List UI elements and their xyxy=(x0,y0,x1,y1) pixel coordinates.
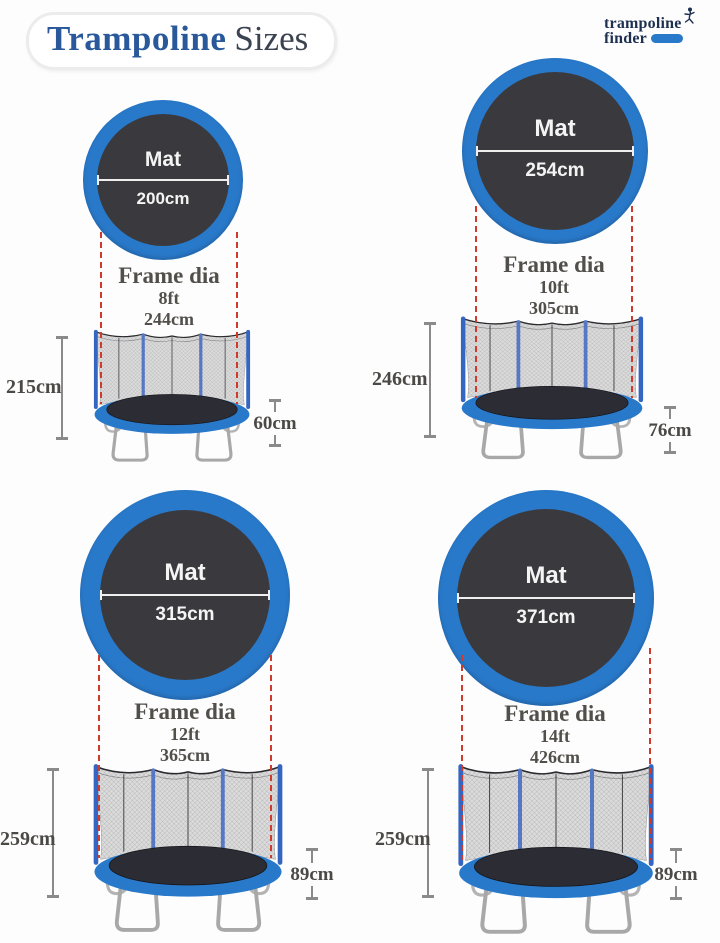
mat-diameter-arrow xyxy=(457,593,635,603)
frame-dia-text: Frame dia 8ft 244cm xyxy=(89,263,249,330)
measure-cap xyxy=(670,897,682,900)
jump-mat xyxy=(106,394,238,426)
frame-height-label: 60cm xyxy=(253,412,297,434)
measure-cap xyxy=(269,399,281,402)
measure-cap xyxy=(269,444,281,447)
enclosure-net xyxy=(458,764,654,867)
mat-top-view: Mat 315cm xyxy=(80,490,290,700)
mat-top-view: Mat 200cm xyxy=(83,100,243,260)
total-height-measure-bar xyxy=(424,322,436,438)
jumping-person-icon xyxy=(681,7,696,27)
total-height-label: 246cm xyxy=(372,368,428,390)
total-height-label: 259cm xyxy=(0,828,56,850)
measure-line xyxy=(274,402,276,412)
mat-diameter-value: 254cm xyxy=(525,160,585,181)
frame-dia-guide-left xyxy=(98,655,100,858)
frame-dia-feet: 12ft xyxy=(170,724,200,744)
measure-line xyxy=(311,851,313,863)
mat-surface: Mat 315cm xyxy=(100,510,270,680)
trampoline-illustration xyxy=(458,764,654,934)
logo-badge xyxy=(650,34,683,43)
frame-height-label: 89cm xyxy=(290,863,334,885)
title-word-trampoline: Trampoline xyxy=(47,19,227,58)
frame-dia-cm: 426cm xyxy=(530,747,580,767)
frame-dia-guide-right xyxy=(236,232,238,404)
measure-cap xyxy=(664,406,676,409)
mat-diameter-arrow xyxy=(100,590,270,600)
mat-top-view: Mat 371cm xyxy=(438,490,654,706)
frame-dia-guide-right xyxy=(270,655,272,858)
measure-line xyxy=(274,434,276,444)
mat-surface: Mat 371cm xyxy=(457,509,635,687)
trampoline-illustration xyxy=(460,316,644,460)
jump-mat xyxy=(108,845,268,886)
mat-label: Mat xyxy=(144,148,182,171)
frame-height-measure: 89cm xyxy=(288,848,336,900)
frame-dia-guide-left xyxy=(100,232,102,404)
jump-mat xyxy=(474,846,638,887)
enclosure-net xyxy=(93,329,251,409)
measure-line xyxy=(675,885,677,897)
frame-height-measure: 60cm xyxy=(251,399,299,447)
frame-dia-guide-left xyxy=(475,206,477,398)
total-height-measure-bar xyxy=(422,768,434,898)
mat-surface: Mat 254cm xyxy=(476,72,634,230)
frame-height-measure: 89cm xyxy=(652,848,700,900)
enclosure-net xyxy=(460,316,644,403)
mat-label: Mat xyxy=(534,115,576,142)
mat-diameter-value: 200cm xyxy=(136,189,190,208)
total-height-measure-bar xyxy=(47,768,59,898)
frame-dia-label: Frame dia xyxy=(134,699,236,724)
frame-dia-cm: 365cm xyxy=(160,745,210,765)
mat-diameter-value: 315cm xyxy=(155,604,215,625)
frame-dia-guide-right xyxy=(649,648,651,860)
measure-cap xyxy=(306,848,318,851)
frame-dia-feet: 10ft xyxy=(539,277,569,297)
logo-line1: trampoline xyxy=(604,15,682,32)
frame-dia-guide-left xyxy=(461,655,463,860)
mat-label: Mat xyxy=(525,562,567,589)
measure-line xyxy=(311,885,313,897)
mat-surface: Mat 200cm xyxy=(97,114,229,246)
frame-height-measure: 76cm xyxy=(646,406,694,454)
frame-dia-text: Frame dia 12ft 365cm xyxy=(105,699,265,766)
total-height-label: 215cm xyxy=(6,376,62,398)
mat-diameter-value: 371cm xyxy=(516,607,576,628)
enclosure-net xyxy=(93,764,283,865)
frame-dia-label: Frame dia xyxy=(504,701,606,726)
mat-label: Mat xyxy=(164,559,206,586)
frame-dia-text: Frame dia 14ft 426cm xyxy=(475,701,635,768)
frame-dia-text: Frame dia 10ft 305cm xyxy=(474,252,634,319)
total-height-measure-bar xyxy=(56,336,68,440)
measure-line xyxy=(669,441,671,451)
frame-dia-cm: 244cm xyxy=(144,309,194,329)
frame-height-label: 89cm xyxy=(654,863,698,885)
measure-cap xyxy=(306,897,318,900)
brand-logo: trampoline finder xyxy=(604,7,708,47)
measure-line xyxy=(669,409,671,419)
frame-dia-feet: 14ft xyxy=(540,726,570,746)
frame-dia-label: Frame dia xyxy=(503,252,605,277)
mat-diameter-arrow xyxy=(476,146,634,156)
frame-dia-cm: 305cm xyxy=(529,298,579,318)
frame-height-label: 76cm xyxy=(648,419,692,441)
frame-dia-label: Frame dia xyxy=(118,263,220,288)
jump-mat xyxy=(475,386,629,420)
mat-diameter-arrow xyxy=(97,175,229,185)
logo-line2: finder xyxy=(604,31,708,47)
trampoline-illustration xyxy=(93,329,251,462)
frame-dia-feet: 8ft xyxy=(158,288,180,308)
trampoline-illustration xyxy=(93,764,283,932)
measure-cap xyxy=(670,848,682,851)
total-height-label: 259cm xyxy=(375,828,431,850)
mat-top-view: Mat 254cm xyxy=(462,58,648,244)
title-word-sizes: Sizes xyxy=(234,19,309,58)
measure-line xyxy=(675,851,677,863)
frame-dia-guide-right xyxy=(631,206,633,398)
measure-cap xyxy=(664,451,676,454)
